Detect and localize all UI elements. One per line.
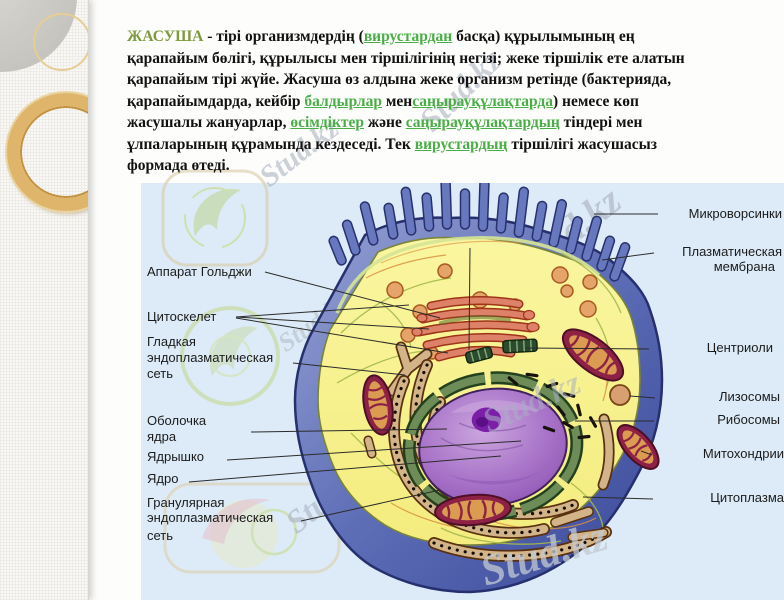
- text-segment: мен: [381, 92, 413, 110]
- label-smooth-er: Гладкая: [147, 334, 196, 349]
- hyperlink[interactable]: өсімдіктер: [290, 114, 365, 131]
- mitochondria-shapes: [362, 328, 660, 527]
- text-segment: қарапайым бөлігі, құрылысы мен тіршілігі…: [127, 49, 685, 67]
- text-segment: ұлпаларының құрамында кездеседі. Тек: [127, 135, 415, 153]
- text-segment: ) немесе көп: [553, 92, 639, 110]
- text-block: ЖАСУША - тірі организмдердің (вирустарда…: [127, 26, 685, 177]
- text-line: ұлпаларының құрамында кездеседі. Тек вир…: [127, 134, 675, 156]
- nucleus-shape: [418, 387, 568, 507]
- text-segment: формада өтеді.: [127, 157, 230, 174]
- text-segment: тіндері мен: [559, 114, 643, 131]
- text-segment: жасушалы жануарлар,: [127, 114, 291, 131]
- hyperlink[interactable]: балдырлар: [304, 92, 382, 110]
- ribosome-cluster: [507, 372, 598, 440]
- label-rough-er: сеть: [147, 528, 173, 543]
- hyperlink[interactable]: вирустардың: [414, 135, 508, 153]
- thin-gold-ring-decoration: [33, 13, 88, 71]
- text-segment: қарапайымдарда, кейбір: [127, 92, 305, 110]
- hyperlink[interactable]: саңырауқұлақтарда: [412, 92, 554, 110]
- label-nucleus: Ядро: [147, 471, 178, 486]
- label-centrioles: Центриоли: [707, 340, 773, 355]
- leader-line: [468, 247, 471, 351]
- label-microvilli: Микроворсинки: [689, 206, 782, 221]
- label-plasma-membrane: мембрана: [714, 259, 776, 274]
- label-smooth-er: эндоплазматическая: [147, 350, 273, 365]
- hyperlink[interactable]: вирустардан: [363, 28, 453, 45]
- microvilli-shapes: [328, 183, 631, 282]
- gold-ring-decoration: [7, 93, 88, 211]
- label-ribosomes: Рибосомы: [717, 412, 780, 427]
- label-nuclear-envelope: ядра: [147, 429, 177, 444]
- label-mitochondria: Митохондрии: [703, 446, 784, 461]
- centrioles-shape: [464, 338, 538, 364]
- text-line: жасушалы жануарлар, өсімдіктер және саңы…: [127, 112, 675, 134]
- text-line: ЖАСУША - тірі организмдердің (вирустарда…: [127, 26, 675, 48]
- text-segment: қарапайым тірі жүйе. Жасуша өз алдына же…: [127, 71, 672, 88]
- leader-lines: [188, 213, 658, 522]
- lysosome-shape: [609, 384, 631, 406]
- label-nucleolus: Ядрышко: [147, 449, 204, 464]
- label-golgi: Аппарат Гольджи: [147, 264, 252, 279]
- label-smooth-er: сеть: [147, 366, 173, 381]
- label-cytoplasm: Цитоплазма: [710, 490, 784, 505]
- label-plasma-membrane: Плазматическая: [682, 244, 782, 259]
- text-line: формада өтеді.: [127, 155, 675, 177]
- label-cytoskeleton: Цитоскелет: [147, 309, 216, 324]
- text-line: қарапайымдарда, кейбір балдырлар менсаңы…: [127, 91, 675, 113]
- smooth-er-shape: [386, 341, 615, 491]
- golgi-apparatus-shape: [411, 295, 540, 362]
- text-segment: басқа) құрылымының ең: [452, 28, 635, 45]
- label-nuclear-envelope: Оболочка: [147, 413, 207, 428]
- text-line: қарапайым тірі жүйе. Жасуша өз алдына же…: [127, 69, 675, 91]
- label-lysosomes: Лизосомы: [719, 389, 780, 404]
- text-segment: және: [364, 114, 406, 131]
- diagram-labels: Аппарат Гольджи Цитоскелет Гладкая эндоп…: [147, 206, 784, 543]
- label-rough-er: эндоплазматическая: [147, 510, 273, 525]
- hyperlink[interactable]: саңырауқұлақтардың: [405, 114, 560, 131]
- text-segment: тіршілігі жасушасыз: [507, 135, 657, 153]
- label-rough-er: Гранулярная: [147, 495, 224, 510]
- nucleolus-shape: [471, 407, 501, 433]
- cell-diagram: Аппарат Гольджи Цитоскелет Гладкая эндоп…: [147, 183, 784, 594]
- text-segment: - тірі организмдердің (: [203, 28, 364, 45]
- text-line: қарапайым бөлігі, құрылысы мен тіршілігі…: [127, 48, 685, 70]
- decorative-sidebar: [0, 0, 89, 600]
- slide-title: ЖАСУША: [127, 28, 204, 45]
